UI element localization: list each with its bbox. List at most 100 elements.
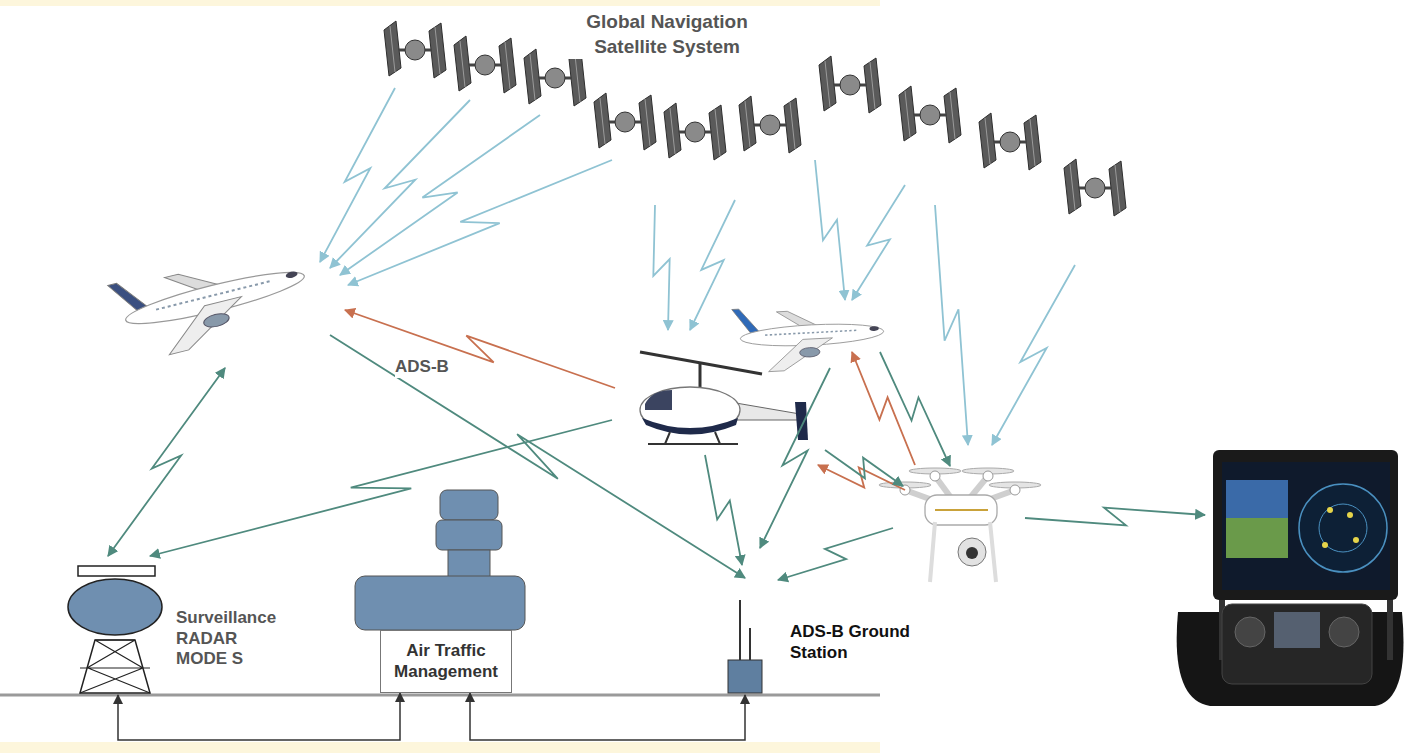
solar-panel [384, 21, 401, 76]
solar-panel [429, 23, 446, 78]
panel-stripe [1030, 119, 1035, 166]
radar-plate [78, 566, 155, 576]
attitude-sky [1226, 480, 1288, 518]
tower-shaft [448, 550, 490, 578]
signal-arrow [760, 368, 830, 548]
node-label: Surveillance RADAR MODE S [176, 608, 288, 670]
signal-arrow [1025, 508, 1205, 526]
radar-lattice [80, 640, 150, 693]
radar-scope [1299, 484, 1387, 572]
tower-top [440, 490, 498, 520]
panel-stripe [670, 108, 675, 154]
station-box [728, 660, 762, 693]
transmitter [1222, 604, 1372, 684]
solar-panel [664, 103, 681, 158]
signal-arrow [690, 200, 735, 330]
traffic-dot [1327, 507, 1333, 513]
tx-screen [1274, 612, 1320, 648]
signal-arrow [330, 100, 470, 268]
helicopter-icon [640, 352, 808, 444]
body-stripe [642, 418, 738, 435]
gimbal-camera [958, 538, 986, 566]
signal-arrow [653, 205, 669, 330]
satellite-icon [384, 21, 446, 78]
drone-icon [879, 468, 1041, 582]
solar-panel [784, 98, 801, 153]
skids [648, 432, 738, 444]
panel-stripe [600, 98, 605, 144]
satellite-icon [594, 93, 656, 150]
panel-stripe [870, 62, 875, 109]
stand-bar [1387, 590, 1393, 660]
cockpit-window [645, 390, 672, 410]
panel-stripe [715, 109, 720, 156]
window-row [765, 330, 858, 335]
ground-line [0, 694, 880, 697]
signal-arrow [330, 335, 745, 578]
tail-fin [732, 308, 761, 334]
signal-arrow [345, 310, 615, 388]
node-label: Air Traffic Management [387, 641, 505, 682]
satellite-body [920, 105, 940, 125]
signal-arrow [348, 160, 612, 285]
satellite-body [545, 68, 565, 88]
panel-stripe [1070, 164, 1075, 210]
satellite-icon [819, 56, 881, 113]
tower-base [355, 576, 525, 630]
radar-tower [80, 640, 150, 693]
signal-arrow [705, 455, 742, 565]
signal-arrow [815, 160, 845, 300]
signal-arrow [852, 185, 905, 300]
radar-dish [68, 579, 162, 635]
solar-panel [979, 113, 996, 168]
signal-arrow [150, 420, 612, 556]
solar-panel [944, 88, 961, 143]
panel-stripe [1115, 165, 1120, 212]
panel-stripe [825, 61, 830, 107]
panel-stripe [645, 99, 650, 146]
panel-stripe [985, 118, 990, 164]
process-box: Air Traffic Management [380, 630, 512, 693]
signal-arrow [935, 205, 968, 445]
solar-panel [499, 38, 516, 93]
satellite-icon [899, 86, 961, 143]
satellite-body [615, 112, 635, 132]
solar-panel [1109, 161, 1126, 216]
bottom-band [0, 742, 880, 753]
satellite-icon [454, 36, 516, 93]
panel-stripe [950, 92, 955, 139]
traffic-dot [1347, 512, 1353, 518]
solar-panel [1064, 159, 1081, 214]
network-link [470, 693, 745, 740]
panel-stripe [390, 26, 395, 72]
signal-arrow [778, 528, 893, 580]
solar-panel [454, 36, 471, 91]
engine [799, 347, 820, 357]
solar-panel [709, 105, 726, 160]
drone-body [925, 495, 997, 525]
satellite-icon [1064, 159, 1126, 216]
radar-ring [1319, 504, 1367, 552]
rotor-mast [699, 363, 702, 390]
network-link [118, 693, 400, 740]
satellite-icon [739, 96, 801, 153]
motor [983, 471, 993, 481]
panel-stripe [905, 91, 910, 137]
fuselage [123, 263, 308, 333]
airplane-icon [108, 239, 315, 365]
signal-arrow [992, 265, 1075, 445]
solar-panel [524, 49, 541, 104]
equipment-node: Surveillance RADAR MODE S [60, 556, 310, 695]
antenna [749, 628, 751, 660]
stick [1235, 617, 1265, 647]
panel-stripe [460, 41, 465, 87]
solar-panel [819, 56, 836, 111]
drone-stripe [935, 509, 988, 511]
panel-stripe [575, 55, 580, 102]
satellite-icon [664, 103, 726, 160]
antenna [739, 600, 741, 660]
satellite-body [840, 75, 860, 95]
ground-control-station [1177, 450, 1404, 706]
screen-bezel [1213, 450, 1398, 600]
solar-panel [739, 96, 756, 151]
